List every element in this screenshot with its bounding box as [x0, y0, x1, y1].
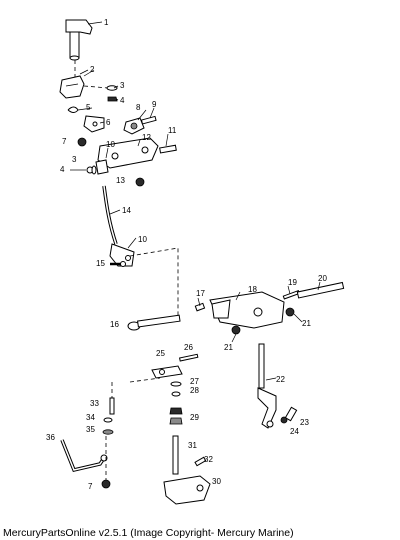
- part-28-washer[interactable]: [171, 391, 181, 397]
- part-3-washer[interactable]: [106, 85, 118, 91]
- part-32-screw[interactable]: [194, 456, 207, 467]
- part-36-link-rod[interactable]: [60, 439, 108, 473]
- part-21-nut-lower[interactable]: [231, 325, 241, 335]
- callout-3: 3: [120, 81, 125, 90]
- callout-22: 22: [276, 375, 285, 384]
- part-7-nut[interactable]: [77, 137, 87, 147]
- callout-18: 18: [248, 285, 257, 294]
- callout-31: 31: [188, 441, 197, 450]
- callout-34: 34: [86, 413, 95, 422]
- part-7-nut-lower[interactable]: [101, 479, 111, 489]
- part-2-bracket[interactable]: [59, 75, 85, 99]
- part-18-shift-yoke[interactable]: [209, 291, 285, 329]
- callout-10: 10: [106, 140, 115, 149]
- callout-2: 2: [90, 65, 95, 74]
- callout-6: 6: [106, 118, 111, 127]
- callout-3-lower: 3: [72, 155, 77, 164]
- part-15-fastener[interactable]: [110, 261, 126, 267]
- callout-32: 32: [204, 455, 213, 464]
- part-3-washer-lower[interactable]: [91, 165, 97, 175]
- part-29-nut[interactable]: [169, 407, 183, 425]
- part-17-setscrew[interactable]: [194, 302, 206, 312]
- part-22-shift-lever-rod[interactable]: [257, 343, 277, 429]
- copyright-footer: MercuryPartsOnline v2.5.1 (Image Copyrig…: [3, 527, 294, 539]
- part-4-screw[interactable]: [70, 166, 94, 174]
- callout-16: 16: [110, 320, 119, 329]
- callout-28: 28: [190, 386, 199, 395]
- callout-9: 9: [152, 100, 157, 109]
- callout-24: 24: [290, 427, 299, 436]
- callout-labels: 1 2 3 4 5 6 7 8 9 10 11 12 3 4 13 14 10 …: [46, 18, 327, 491]
- part-10-bushing[interactable]: [95, 159, 109, 175]
- callout-8: 8: [136, 103, 141, 112]
- callout-10-lower: 10: [138, 235, 147, 244]
- part-16-pin[interactable]: [127, 314, 181, 331]
- callout-20: 20: [318, 274, 327, 283]
- part-33-screw[interactable]: [109, 397, 115, 415]
- callout-12: 12: [142, 133, 151, 142]
- part-34-washer[interactable]: [103, 417, 113, 423]
- part-20-shift-rod[interactable]: [296, 281, 345, 299]
- part-27-washer[interactable]: [170, 381, 182, 387]
- callout-15: 15: [96, 259, 105, 268]
- callout-36: 36: [46, 433, 55, 442]
- part-4-nut[interactable]: [107, 96, 118, 102]
- callout-5: 5: [86, 103, 91, 112]
- callout-19: 19: [288, 278, 297, 287]
- callout-27: 27: [190, 377, 199, 386]
- part-23-screw[interactable]: [284, 406, 298, 422]
- part-1-shift-shaft[interactable]: [65, 19, 93, 61]
- part-26-pin[interactable]: [178, 353, 199, 362]
- callout-26: 26: [184, 343, 193, 352]
- callout-1: 1: [104, 18, 109, 27]
- part-9-screw[interactable]: [140, 115, 157, 125]
- callout-21-lower: 21: [224, 343, 233, 352]
- leader-lines: [77, 69, 321, 381]
- callout-13: 13: [116, 176, 125, 185]
- callout-14: 14: [122, 206, 131, 215]
- callout-23: 23: [300, 418, 309, 427]
- callout-33: 33: [90, 399, 99, 408]
- callout-30: 30: [212, 477, 221, 486]
- part-30-lever[interactable]: [163, 475, 211, 505]
- part-14-shift-rod[interactable]: [102, 185, 118, 245]
- part-35-washer[interactable]: [102, 429, 114, 435]
- part-6-lever[interactable]: [83, 115, 105, 133]
- callout-4-lower: 4: [60, 165, 65, 174]
- part-11-screw[interactable]: [159, 144, 177, 154]
- part-12-shift-lever[interactable]: [97, 137, 159, 169]
- part-31-rod[interactable]: [172, 435, 179, 475]
- part-21-nut-right[interactable]: [285, 307, 295, 317]
- part-5-clip[interactable]: [67, 106, 79, 113]
- callout-25: 25: [156, 349, 165, 358]
- part-8-link-fitting[interactable]: [123, 117, 145, 135]
- callout-35: 35: [86, 425, 95, 434]
- callout-7-lower: 7: [88, 482, 93, 491]
- part-13-nut[interactable]: [135, 177, 145, 187]
- callout-11: 11: [168, 126, 177, 135]
- part-24-washer[interactable]: [280, 416, 288, 424]
- callout-4: 4: [120, 96, 125, 105]
- callout-29: 29: [190, 413, 199, 422]
- part-25-bracket[interactable]: [151, 365, 183, 379]
- callout-7: 7: [62, 137, 67, 146]
- callout-21: 21: [302, 319, 311, 328]
- callout-17: 17: [196, 289, 205, 298]
